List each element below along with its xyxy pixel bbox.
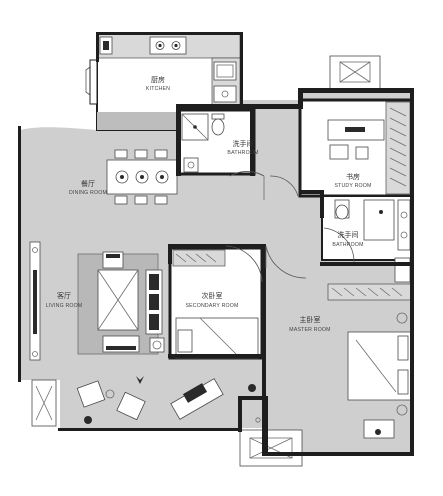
dining-label-cn: 餐厅 <box>81 179 95 188</box>
master-label-cn: 主卧室 <box>300 315 321 324</box>
master-desk <box>363 419 395 439</box>
bath1-label-en: BATHROOM <box>227 150 258 156</box>
secondary-label-cn: 次卧室 <box>202 291 223 300</box>
room-label-bath1: 洗手间 BATHROOM <box>227 139 258 156</box>
room-label-bath2: 洗手间 BATHROOM <box>332 230 363 248</box>
room-label-master: 主卧室 MASTER ROOM <box>289 315 330 333</box>
kitchen-label-en: KITCHEN <box>146 86 170 92</box>
dining-set <box>106 149 178 205</box>
living-label-en: LIVING ROOM <box>46 303 83 309</box>
study-chair <box>355 146 369 160</box>
study-label-en: STUDY ROOM <box>334 183 371 189</box>
study-label-cn: 书房 <box>346 172 360 181</box>
bathroom-2 <box>321 195 413 283</box>
master-bedroom <box>327 283 413 439</box>
master-balcony <box>239 429 303 467</box>
living-room-furniture <box>29 241 165 361</box>
dining-label-en: DINING ROOM <box>69 190 107 196</box>
walls <box>18 32 414 456</box>
shower-2 <box>363 199 395 241</box>
secondary-label-en: SECONDARY ROOM <box>185 303 238 309</box>
kitchen-sink <box>213 61 237 81</box>
room-label-secondary: 次卧室 SECONDARY ROOM <box>185 291 238 309</box>
toilet-2 <box>335 204 349 220</box>
doors <box>225 171 355 283</box>
room-label-dining: 餐厅 DINING ROOM <box>69 179 107 196</box>
room-label-study: 书房 STUDY ROOM <box>334 172 371 189</box>
bath2-label-cn: 洗手间 <box>338 230 359 239</box>
bath1-label-cn: 洗手间 <box>233 139 254 148</box>
bath2-label-en: BATHROOM <box>332 242 363 248</box>
study-wardrobe <box>385 101 411 195</box>
study-balcony <box>329 55 381 91</box>
balcony-furniture <box>76 376 261 424</box>
master-wardrobe <box>327 283 413 301</box>
room-label-living: 客厅 LIVING ROOM <box>46 291 83 309</box>
washbasin-2 <box>397 199 411 251</box>
living-label-cn: 客厅 <box>57 291 71 300</box>
cooktop <box>149 36 187 55</box>
master-label-en: MASTER ROOM <box>289 327 330 333</box>
washbasin <box>183 157 199 173</box>
secondary-bedroom <box>168 246 264 360</box>
bathroom-1 <box>176 108 256 176</box>
plant-icon-2 <box>248 384 256 392</box>
kitchen-label-cn: 厨房 <box>151 75 165 84</box>
living-side-window <box>31 379 57 427</box>
room-label-kitchen: 厨房 KITCHEN <box>146 75 170 92</box>
plant-icon <box>84 416 92 424</box>
toilet <box>211 118 225 136</box>
study <box>298 55 414 198</box>
